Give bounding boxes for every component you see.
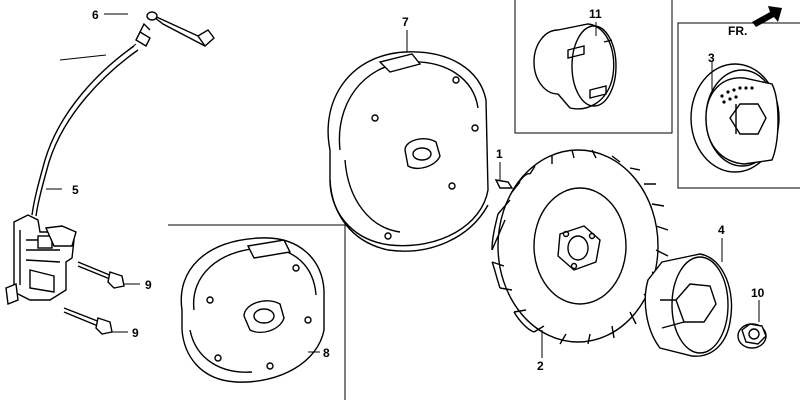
- leader-lines: [46, 13, 760, 358]
- fan-vent-holes: [720, 86, 754, 104]
- starter-pulley-lower[interactable]: [644, 253, 733, 357]
- callout-8: 8: [323, 346, 330, 360]
- callout-11: 11: [589, 7, 602, 21]
- inset-frame-top: [514, 0, 673, 134]
- callout-9-lower: 9: [132, 326, 139, 340]
- front-direction-marker: FR.: [728, 6, 782, 38]
- callout-9-upper: 9: [145, 278, 152, 292]
- ignition-coil[interactable]: [5, 214, 77, 305]
- callout-4: 4: [718, 223, 725, 237]
- flange-nut[interactable]: [737, 323, 767, 349]
- inset-frame-right: [677, 22, 800, 189]
- callout-3: 3: [708, 51, 715, 65]
- cooling-fan[interactable]: [690, 63, 780, 173]
- flywheel[interactable]: [491, 149, 669, 345]
- woodruff-key[interactable]: [494, 179, 514, 189]
- callout-7: 7: [402, 15, 409, 29]
- callout-5: 5: [72, 183, 79, 197]
- direction-label: FR.: [728, 24, 747, 38]
- arrow-icon: [752, 6, 782, 27]
- high-tension-cord[interactable]: [31, 43, 139, 217]
- coil-bolt-upper[interactable]: [77, 261, 125, 289]
- callout-10: 10: [751, 286, 765, 300]
- callout-2: 2: [537, 359, 544, 373]
- coil-bolt-lower[interactable]: [63, 307, 113, 335]
- callout-1: 1: [496, 147, 503, 161]
- flywheel-fins: [491, 149, 669, 345]
- callout-6: 6: [92, 8, 99, 22]
- inset-frame-lower-left: [168, 224, 346, 400]
- starter-pulley[interactable]: [533, 23, 617, 110]
- spark-plug-cap[interactable]: [135, 11, 215, 47]
- flywheel-cover-upper[interactable]: [327, 51, 489, 252]
- flywheel-cover-lower[interactable]: [180, 237, 325, 383]
